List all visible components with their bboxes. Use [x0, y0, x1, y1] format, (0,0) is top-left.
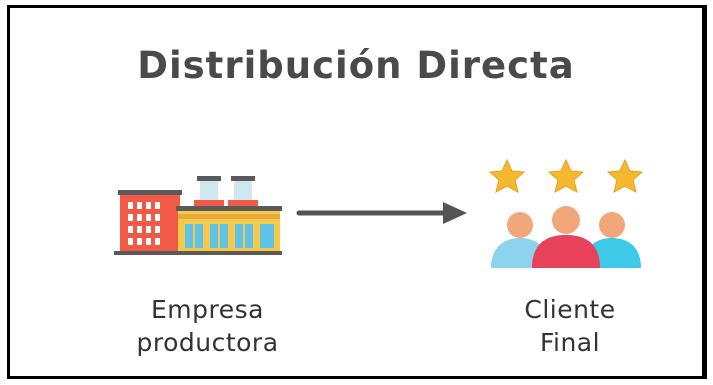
node-label-empresa-productora: Empresa productora [136, 295, 279, 357]
customers-with-stars-icon [475, 158, 665, 273]
diagram-frame: Distribución Directa [7, 5, 707, 379]
factory-icon [110, 168, 285, 258]
arrow-right-icon [295, 200, 475, 226]
node-label-cliente-final: Cliente Final [524, 295, 616, 357]
diagram-title: Distribución Directa [137, 44, 575, 87]
